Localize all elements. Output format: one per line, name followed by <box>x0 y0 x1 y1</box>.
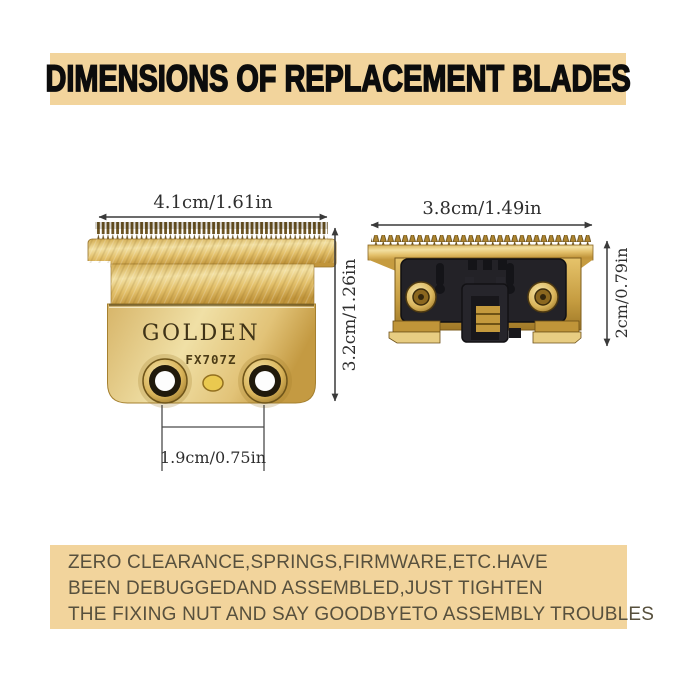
front-height-label: 3.2cm/1.26in <box>340 259 360 372</box>
back-height-label: 2cm/0.79in <box>612 248 631 339</box>
back-blade-feet <box>388 320 582 344</box>
back-width-label: 3.8cm/1.49in <box>422 198 542 219</box>
title-banner: DIMENSIONS OF REPLACEMENT BLADES <box>45 53 631 105</box>
back-blade-left-screw <box>405 281 437 313</box>
front-blade-left-screw <box>138 354 192 408</box>
front-screw-spacing-label: 1.9cm/0.75in <box>160 448 266 467</box>
front-width-label: 4.1cm/1.61in <box>153 192 273 213</box>
footer-line-2: BEEN DEBUGGEDAND ASSEMBLED,JUST TIGHTEN <box>68 578 543 599</box>
front-blade-brand: GOLDEN <box>142 321 260 346</box>
footer-note: ZERO CLEARANCE,SPRINGS,FIRMWARE,ETC.HAVE… <box>50 545 655 629</box>
footer-line-1: ZERO CLEARANCE,SPRINGS,FIRMWARE,ETC.HAVE <box>68 552 548 573</box>
back-blade-left-wedge <box>368 259 396 271</box>
back-blade-teeth <box>371 235 591 246</box>
front-blade-bar-notch <box>86 261 111 269</box>
front-screw-spacing <box>161 405 265 471</box>
back-blade-right-screw <box>527 281 559 313</box>
front-blade-model: FX707Z <box>185 352 236 367</box>
front-blade-center-pin <box>202 374 224 392</box>
back-blade <box>367 235 594 344</box>
front-blade-right-screw <box>238 354 292 408</box>
front-blade: GOLDEN FX707Z <box>86 222 337 408</box>
title-banner-text: DIMENSIONS OF REPLACEMENT BLADES <box>45 57 632 100</box>
back-blade-slider <box>461 277 521 343</box>
front-blade-teeth-shadow <box>95 222 328 229</box>
footer-line-3: THE FIXING NUT AND SAY GOODBYETO ASSEMBL… <box>68 604 655 625</box>
back-blade-dimensions: 3.8cm/1.49in 2cm/0.79in <box>370 198 631 347</box>
back-blade-right-wedge <box>580 259 593 269</box>
front-blade-dimensions: 4.1cm/1.61in 3.2cm/1.26in 1.9cm/0.75in <box>98 192 360 471</box>
front-blade-brush-texture <box>88 239 336 305</box>
front-blade-teeth <box>95 222 328 240</box>
